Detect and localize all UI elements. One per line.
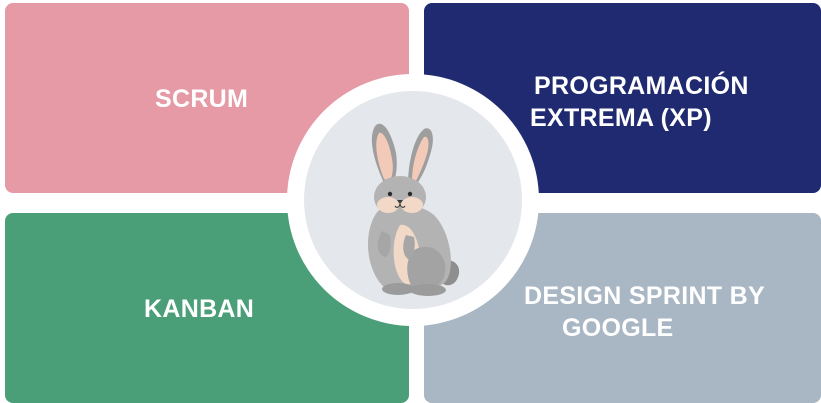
design-sprint-label-line2: GOOGLE xyxy=(562,314,674,342)
design-sprint-label: DESIGN SPRINT BY GOOGLE xyxy=(524,280,794,344)
design-sprint-label-line1: DESIGN SPRINT BY xyxy=(524,282,765,310)
rabbit-icon xyxy=(367,123,460,296)
quadrant-xp: PROGRAMACIÓN EXTREMA (XP) xyxy=(424,3,821,193)
xp-label-line2: EXTREMA (XP) xyxy=(530,104,712,132)
scrum-label: SCRUM xyxy=(155,85,249,113)
center-circle xyxy=(287,74,539,326)
center-circle-fill xyxy=(304,91,522,309)
kanban-label: KANBAN xyxy=(144,295,255,323)
xp-label-line1: PROGRAMACIÓN xyxy=(534,72,749,100)
xp-label: PROGRAMACIÓN EXTREMA (XP) xyxy=(530,70,749,134)
